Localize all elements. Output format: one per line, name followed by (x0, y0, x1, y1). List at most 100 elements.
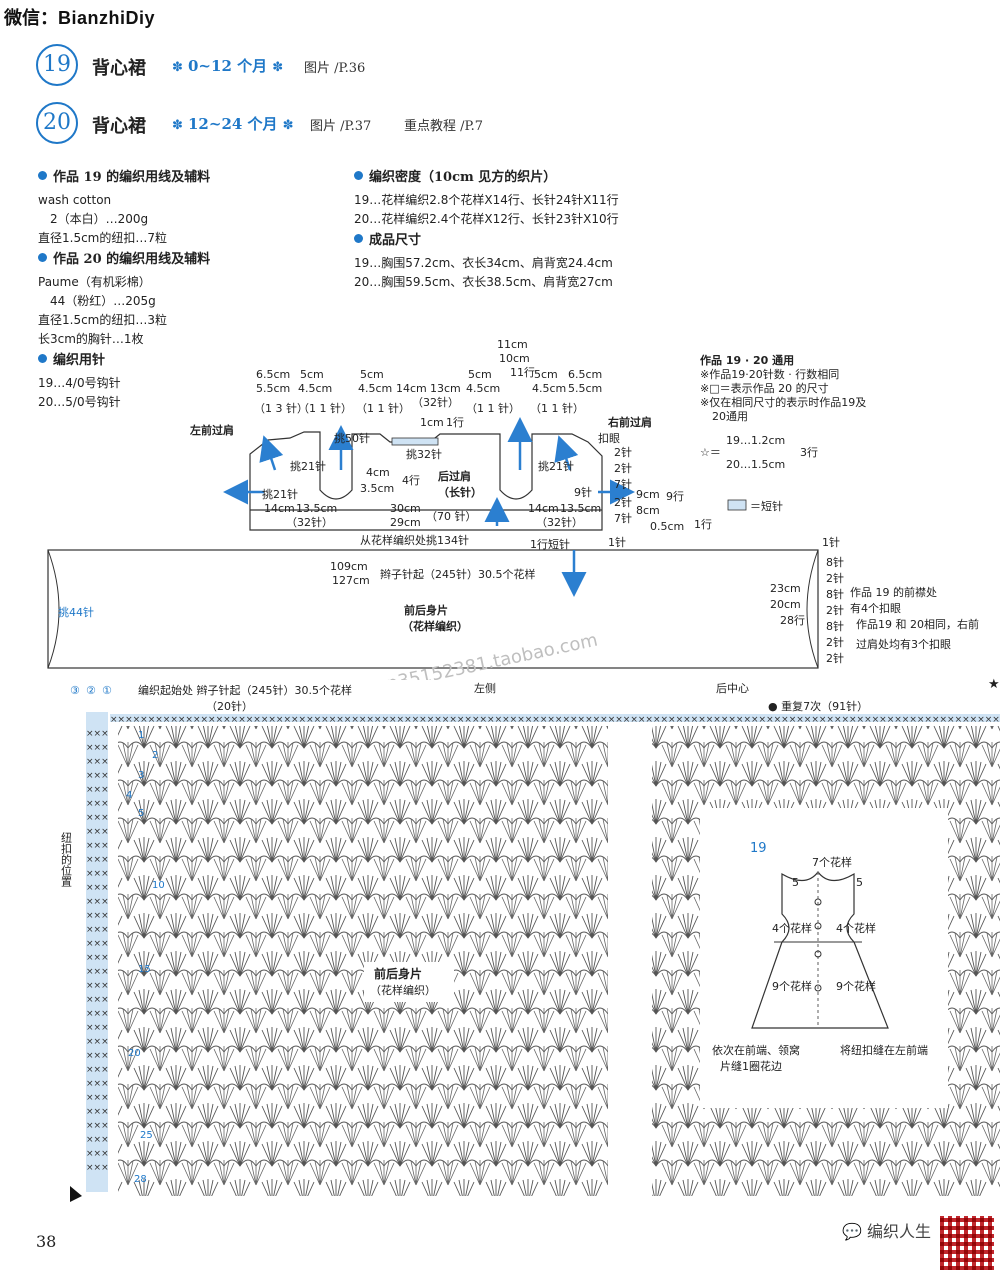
svg-text:10cm: 10cm (499, 352, 530, 365)
svg-text:20…1.5cm: 20…1.5cm (726, 458, 785, 471)
triangle-marker (70, 1186, 82, 1202)
svg-text:19: 19 (750, 841, 767, 856)
svg-text:1行短针: 1行短针 (530, 537, 570, 551)
svg-text:8针: 8针 (826, 587, 844, 601)
svg-text:6.5cm: 6.5cm (568, 368, 602, 381)
svg-text:9针: 9针 (574, 485, 592, 499)
svg-text:28: 28 (134, 1174, 147, 1185)
svg-text:14cm: 14cm (528, 502, 559, 515)
svg-text:13.5cm: 13.5cm (296, 502, 337, 515)
svg-text:挑21针: 挑21针 (538, 459, 574, 473)
svg-text:4: 4 (126, 790, 132, 801)
svg-text:1行: 1行 (446, 416, 464, 429)
chart-label-bg (364, 962, 454, 1002)
snowflake-icon: ✽ (172, 118, 183, 133)
watermark: shop35152381.taobao.com (354, 630, 600, 680)
svg-text:14cm: 14cm (264, 502, 295, 515)
svg-text:8针: 8针 (826, 619, 844, 633)
page-number: 38 (36, 1232, 57, 1251)
arrows (223, 417, 635, 597)
bullet-icon (354, 234, 363, 243)
materials-right: 编织密度（10cm 见方的织片） 19…花样编织2.8个花样X14行、长针24针… (354, 166, 619, 292)
svg-text:①: ① (102, 684, 112, 697)
qr-code (940, 1216, 994, 1270)
svg-text:挑21针: 挑21针 (262, 487, 298, 501)
svg-text:1针: 1针 (608, 535, 626, 549)
svg-text:9个花样: 9个花样 (836, 979, 876, 993)
svg-text:（1 1 针）: （1 1 针） (466, 401, 520, 415)
item-number-20: 20 (36, 102, 78, 144)
chain-symbols: ××××××××××××××××××××××××××××××××××××××××… (110, 715, 1000, 725)
bullet-icon (38, 253, 47, 262)
size-heading: 成品尺寸 (354, 229, 619, 248)
item-number-19: 19 (36, 44, 78, 86)
yarn20-line: 直径1.5cm的纽扣…3粒 (38, 313, 168, 327)
svg-text:（1 1 针）: （1 1 针） (530, 401, 584, 415)
yarn19-heading: 作品 19 的编织用线及辅料 (38, 166, 210, 185)
svg-text:（长针）: （长针） (438, 485, 482, 499)
svg-text:（1 1 针）: （1 1 针） (298, 401, 352, 415)
svg-text:3.5cm: 3.5cm (360, 482, 394, 495)
top-dimensions: 6.5cm 5.5cm 5cm 4.5cm 5cm 4.5cm 14cm 13c… (254, 338, 602, 429)
svg-text:4.5cm: 4.5cm (358, 382, 392, 395)
svg-text:编织起始处 辫子针起（245针）30.5个花样: 编织起始处 辫子针起（245针）30.5个花样 (138, 683, 352, 697)
size-line: 20…胸围59.5cm、衣长38.5cm、肩背宽27cm (354, 275, 613, 289)
svg-text:2针: 2针 (614, 461, 632, 475)
svg-text:2针: 2针 (826, 635, 844, 649)
svg-text:9行: 9行 (666, 490, 684, 503)
item-title-20: 背心裙 (92, 116, 146, 137)
svg-text:4个花样: 4个花样 (836, 921, 876, 935)
svg-text:片缝1圈花边: 片缝1圈花边 (720, 1059, 782, 1073)
wechat-id: BianzhiDiy (58, 8, 156, 28)
svg-text:7针: 7针 (614, 511, 632, 525)
footer-logo: 💬 编织人生 (842, 1222, 932, 1241)
svg-text:20: 20 (128, 1048, 141, 1059)
svg-text:前后身片: 前后身片 (404, 603, 448, 617)
svg-text:右前过肩: 右前过肩 (607, 415, 652, 429)
common-notes: 作品 19 · 20 通用 ※作品19·20针数 · 行数相同 ※□＝表示作品 … (700, 353, 866, 513)
svg-text:挑21针: 挑21针 (290, 459, 326, 473)
svg-text:2针: 2针 (614, 495, 632, 509)
svg-text:作品19 和 20相同，右前: 作品19 和 20相同，右前 (856, 617, 979, 631)
svg-text:2针: 2针 (826, 603, 844, 617)
gauge-line: 20…花样编织2.4个花样X12行、长针23针X10行 (354, 212, 619, 226)
svg-text:作品 19 · 20 通用: 作品 19 · 20 通用 (700, 353, 794, 367)
svg-text:★: ★ (988, 677, 1000, 692)
svg-text:109cm: 109cm (330, 560, 368, 573)
gauge-heading: 编织密度（10cm 见方的织片） (354, 166, 619, 185)
photo-ref-19: 图片 /P.36 (304, 61, 366, 76)
needle-line: 19…4/0号钩针 (38, 376, 121, 390)
svg-text:依次在前端、领窝: 依次在前端、领窝 (712, 1043, 800, 1057)
svg-text:4个花样: 4个花样 (772, 921, 812, 935)
bullet-icon (354, 171, 363, 180)
yarn19-line: 2（本白）…200g (50, 212, 149, 226)
svg-text:20通用: 20通用 (712, 410, 748, 423)
svg-text:挑44针: 挑44针 (58, 605, 94, 619)
chart-body-sub: （花样编织） (370, 983, 436, 997)
body-outline (47, 549, 819, 669)
svg-text:（花样编织）: （花样编织） (402, 619, 468, 633)
snowflake-icon: ✽ (172, 60, 183, 75)
edge-symbols: ××××××××××××××××××××××××××××××××××××××××… (86, 729, 109, 1173)
svg-text:3行: 3行 (800, 446, 818, 459)
short-stitch-band (391, 437, 439, 446)
svg-text:后过肩: 后过肩 (438, 469, 471, 483)
svg-text:（32针）: （32针） (412, 395, 459, 409)
yarn20-heading: 作品 20 的编织用线及辅料 (38, 248, 210, 267)
yarn20-line: 长3cm的胸针…1枚 (38, 332, 144, 346)
yarn20-line: 44（粉红）…205g (50, 294, 156, 308)
tutorial-ref-20: 重点教程 /P.7 (404, 119, 484, 134)
wechat-label: 微信： (4, 8, 58, 29)
svg-text:（32针）: （32针） (286, 515, 333, 529)
yoke-labels: 左前过肩 右前过肩 后过肩 （长针） 挑21针 挑21针 挑50针 挑32针 挑… (189, 415, 652, 529)
row-labels: 1 2 3 4 5 10 15 20 25 28 (126, 730, 165, 1185)
svg-text:8cm: 8cm (636, 504, 660, 517)
needle-heading: 编织用针 (38, 349, 210, 368)
svg-text:0.5cm: 0.5cm (650, 520, 684, 533)
svg-text:5: 5 (856, 876, 863, 889)
svg-text:9个花样: 9个花样 (772, 979, 812, 993)
svg-text:● 重复7次（91针）: ● 重复7次（91针） (768, 699, 868, 713)
legend-swatch (727, 499, 747, 511)
svg-text:1: 1 (138, 730, 144, 741)
svg-text:过肩处均有3个扣眼: 过肩处均有3个扣眼 (856, 637, 951, 651)
